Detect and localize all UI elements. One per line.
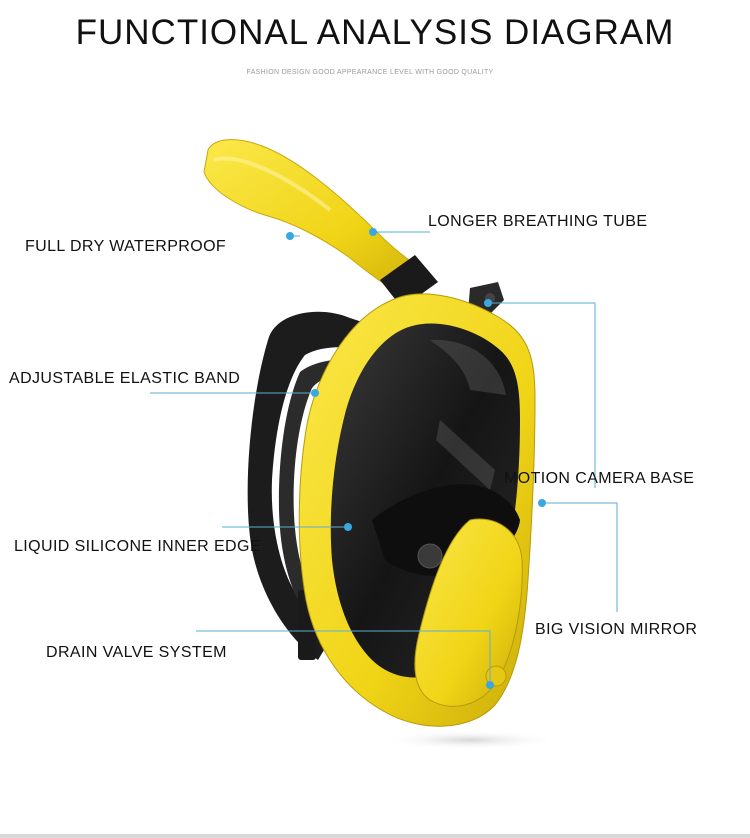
dot-camera-base (484, 299, 492, 307)
label-camera-base: MOTION CAMERA BASE (504, 470, 695, 487)
label-breathing-tube: LONGER BREATHING TUBE (428, 213, 648, 230)
dot-dry-waterproof (286, 232, 294, 240)
leader-lines (150, 231, 618, 685)
chin-cover (414, 518, 523, 707)
page-title: FUNCTIONAL ANALYSIS DIAGRAM (75, 13, 675, 52)
dot-vision-mirror (538, 499, 546, 507)
leader-dots (286, 228, 546, 689)
inner-valve (417, 543, 443, 569)
dot-breathing-tube (369, 228, 377, 236)
ground-shadow (380, 730, 560, 750)
dot-elastic-band (311, 389, 319, 397)
page-subtitle: FASHION DESIGN GOOD APPEARANCE LEVEL WIT… (246, 69, 494, 76)
label-drain-valve: DRAIN VALVE SYSTEM (46, 644, 227, 661)
bottom-divider (0, 834, 750, 838)
leader-camera-base (488, 302, 596, 488)
label-dry-waterproof: FULL DRY WATERPROOF (25, 238, 227, 255)
dot-drain-valve (486, 681, 494, 689)
leader-vision-mirror (542, 502, 618, 612)
dot-silicone-edge (344, 523, 352, 531)
label-elastic-band: ADJUSTABLE ELASTIC BAND (9, 370, 241, 387)
leader-drain-valve (196, 630, 491, 685)
label-silicone-edge: LIQUID SILICONE INNER EDGE (14, 538, 261, 555)
drain-valve (485, 665, 507, 687)
tube-collar (380, 255, 438, 308)
label-vision-mirror: BIG VISION MIRROR (535, 621, 698, 638)
